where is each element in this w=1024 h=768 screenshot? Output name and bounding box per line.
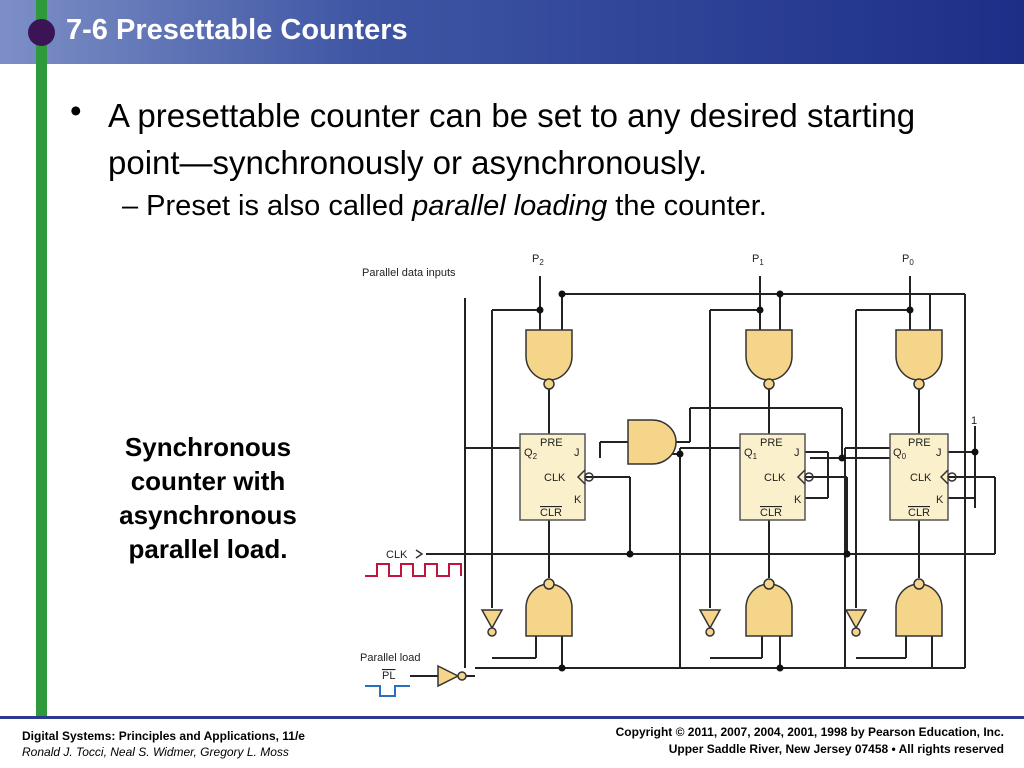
sub-bullet-italic: parallel loading (412, 190, 608, 222)
sub-bullet: – Preset is also called parallel loading… (122, 190, 767, 223)
ff0-clr: CLR (908, 507, 930, 519)
ff2-clk: CLK (544, 472, 566, 484)
p2-label: P (532, 253, 539, 265)
p0-label: P (902, 253, 909, 265)
ff1-k: K (794, 494, 802, 506)
pl-label: PL (382, 670, 395, 682)
footer-copyright: Copyright © 2011, 2007, 2004, 2001, 1998… (615, 725, 1004, 739)
ff2-clr: CLR (540, 507, 562, 519)
svg-text:Q2: Q2 (524, 447, 538, 461)
footer-authors: Ronald J. Tocci, Neal S. Widmer, Gregory… (22, 745, 289, 759)
footer-rights: Upper Saddle River, New Jersey 07458 • A… (668, 742, 1004, 756)
ff1-clk: CLK (764, 472, 786, 484)
ff0-pre: PRE (908, 437, 931, 449)
sub-bullet-prefix: – Preset is also called (122, 190, 413, 222)
ff2-pre: PRE (540, 437, 563, 449)
footer-left: Digital Systems: Principles and Applicat… (22, 728, 305, 760)
ff2-j: J (574, 447, 580, 459)
svg-text:Q0: Q0 (893, 447, 907, 461)
bullet-marker: • (70, 92, 82, 129)
ff1-q: Q (744, 447, 753, 459)
ff1-clr: CLR (760, 507, 782, 519)
slide-title: 7-6 Presettable Counters (66, 14, 408, 46)
p1-label: P (752, 253, 759, 265)
ff1-pre: PRE (760, 437, 783, 449)
ff2-q-sub: 2 (533, 452, 538, 461)
svg-text:Q1: Q1 (744, 447, 758, 461)
p1-sub: 1 (759, 258, 764, 267)
title-bar (0, 0, 1024, 64)
diagram-caption: Synchronous counter with asynchronous pa… (119, 432, 297, 564)
svg-text:P1: P1 (752, 253, 764, 267)
ff1-q-sub: 1 (753, 452, 758, 461)
parallel-data-inputs-label: Parallel data inputs (362, 267, 456, 279)
ff0-q: Q (893, 447, 902, 459)
logic-one-label: 1 (971, 415, 977, 427)
counter-circuit-diagram: Parallel data inputs P2 P1 P0 1 CLK Para… (360, 253, 996, 697)
sub-bullet-suffix: the counter. (607, 190, 767, 222)
ff0-k: K (936, 494, 944, 506)
footer-rule (0, 716, 1024, 719)
ff1-j: J (794, 447, 800, 459)
ff0-j: J (936, 447, 942, 459)
ff0-clk: CLK (910, 472, 932, 484)
clk-input-label: CLK (386, 549, 408, 561)
footer-right: Copyright © 2011, 2007, 2004, 2001, 1998… (616, 724, 1004, 758)
footer-book-title: Digital Systems: Principles and Applicat… (22, 729, 305, 743)
svg-text:P2: P2 (532, 253, 544, 267)
accent-bar (36, 0, 47, 716)
ff2-q: Q (524, 447, 533, 459)
svg-text:P0: P0 (902, 253, 914, 267)
p0-sub: 0 (909, 258, 914, 267)
p2-sub: 2 (539, 258, 544, 267)
parallel-load-label: Parallel load (360, 652, 421, 664)
title-bullet-dot (28, 19, 55, 46)
bullet-text: A presettable counter can be set to any … (108, 97, 916, 181)
ff0-q-sub: 0 (902, 452, 907, 461)
ff2-k: K (574, 494, 582, 506)
